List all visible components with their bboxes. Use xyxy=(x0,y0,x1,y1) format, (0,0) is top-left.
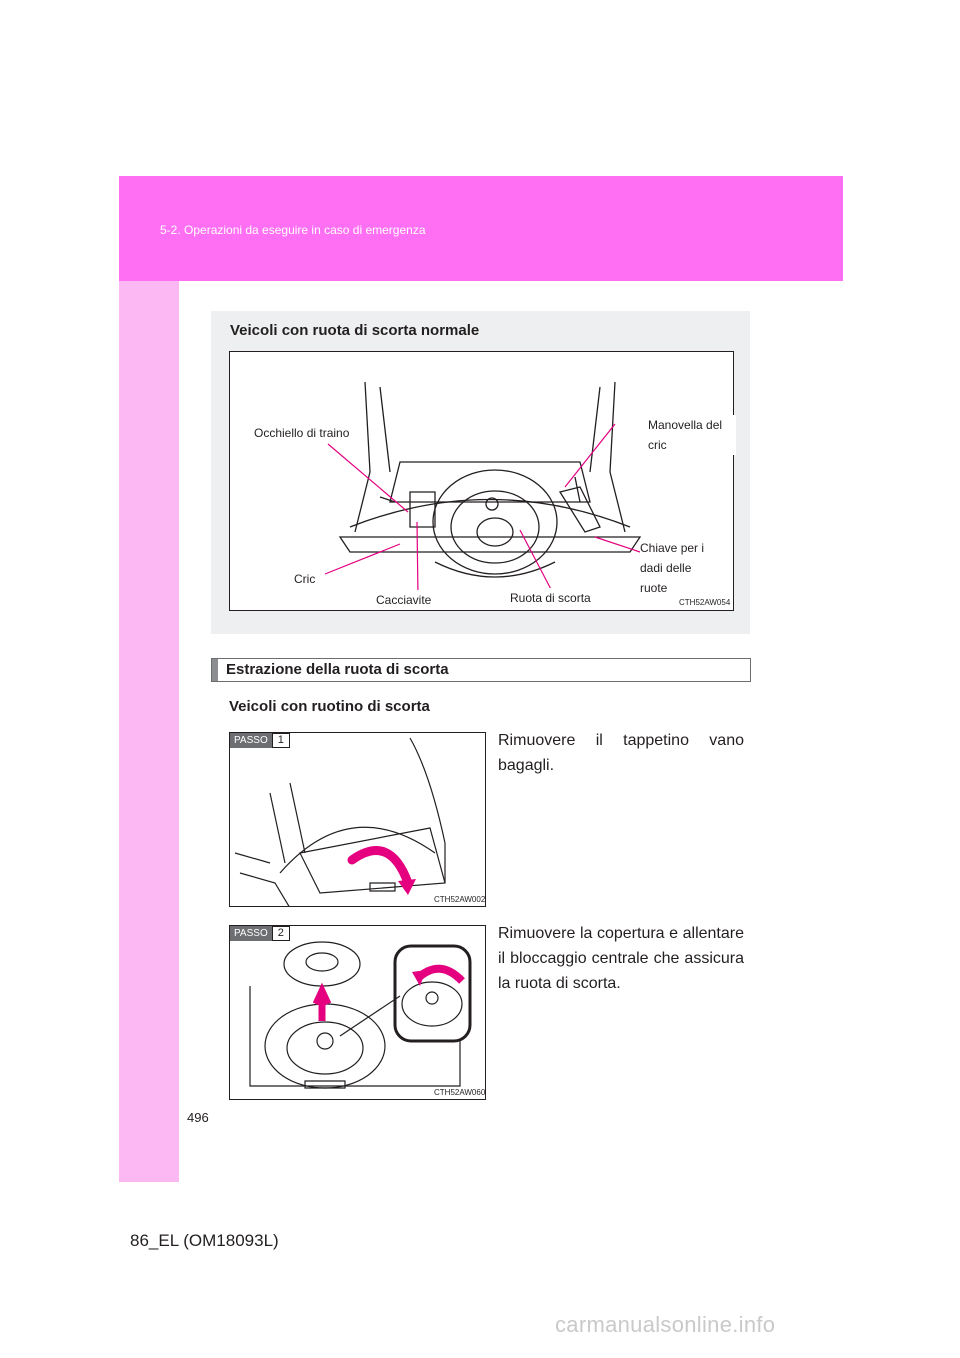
step-number: 1 xyxy=(271,733,290,748)
step-label: PASSO xyxy=(230,926,272,941)
callout-wheel-nut-wrench: Chiave per i dadi delle ruote xyxy=(640,538,720,598)
callout-screwdriver: Cacciavite xyxy=(376,590,432,610)
section-heading: Estrazione della ruota di scorta xyxy=(211,658,751,682)
spare-tire-cover-drawing xyxy=(249,941,472,1089)
figure-code: CTH52AW002 xyxy=(434,895,486,904)
trunk-mat-drawing xyxy=(234,737,446,906)
callout-jack-handle: Manovella del cric xyxy=(648,415,736,455)
step-2-text: Rimuovere la copertura e allentare il bl… xyxy=(498,925,744,992)
page-number: 496 xyxy=(187,1110,209,1125)
step-1-text: Rimuovere il tappetino vano bagagli. xyxy=(498,732,744,774)
figure-code: CTH52AW054 xyxy=(679,598,731,607)
step-1-illustration: PASSO 1 CTH52AW002 xyxy=(229,732,486,907)
trunk-tools-drawing xyxy=(324,381,642,598)
document-code: 86_EL (OM18093L) xyxy=(130,1231,279,1250)
section-marker xyxy=(212,659,218,681)
chapter-header: 5-2. Operazioni da eseguire in caso di e… xyxy=(119,176,843,281)
callout-spare-tire: Ruota di scorta xyxy=(510,588,591,608)
subsection-title: Veicoli con ruotino di scorta xyxy=(229,698,430,715)
chapter-title: 5-2. Operazioni da eseguire in caso di e… xyxy=(160,223,426,237)
step-badge: PASSO 1 xyxy=(230,733,290,748)
step-label: PASSO xyxy=(230,733,272,748)
watermark: carmanualsonline.info xyxy=(555,1312,776,1337)
step-2-illustration: PASSO 2 CTH52AW060 xyxy=(229,925,486,1100)
section-title: Estrazione della ruota di scorta xyxy=(226,661,449,678)
callout-towing-eye: Occhiello di traino xyxy=(254,423,350,443)
normal-spare-tire-panel: Veicoli con ruota di scorta normale xyxy=(211,311,750,634)
panel-title: Veicoli con ruota di scorta normale xyxy=(230,322,480,339)
figure-code: CTH52AW060 xyxy=(434,1088,486,1097)
trunk-tools-illustration: Occhiello di traino Manovella del cric C… xyxy=(229,351,736,611)
step-badge: PASSO 2 xyxy=(230,926,290,941)
step-number: 2 xyxy=(271,926,290,941)
callout-jack: Cric xyxy=(294,569,316,589)
side-tab xyxy=(119,176,179,1182)
